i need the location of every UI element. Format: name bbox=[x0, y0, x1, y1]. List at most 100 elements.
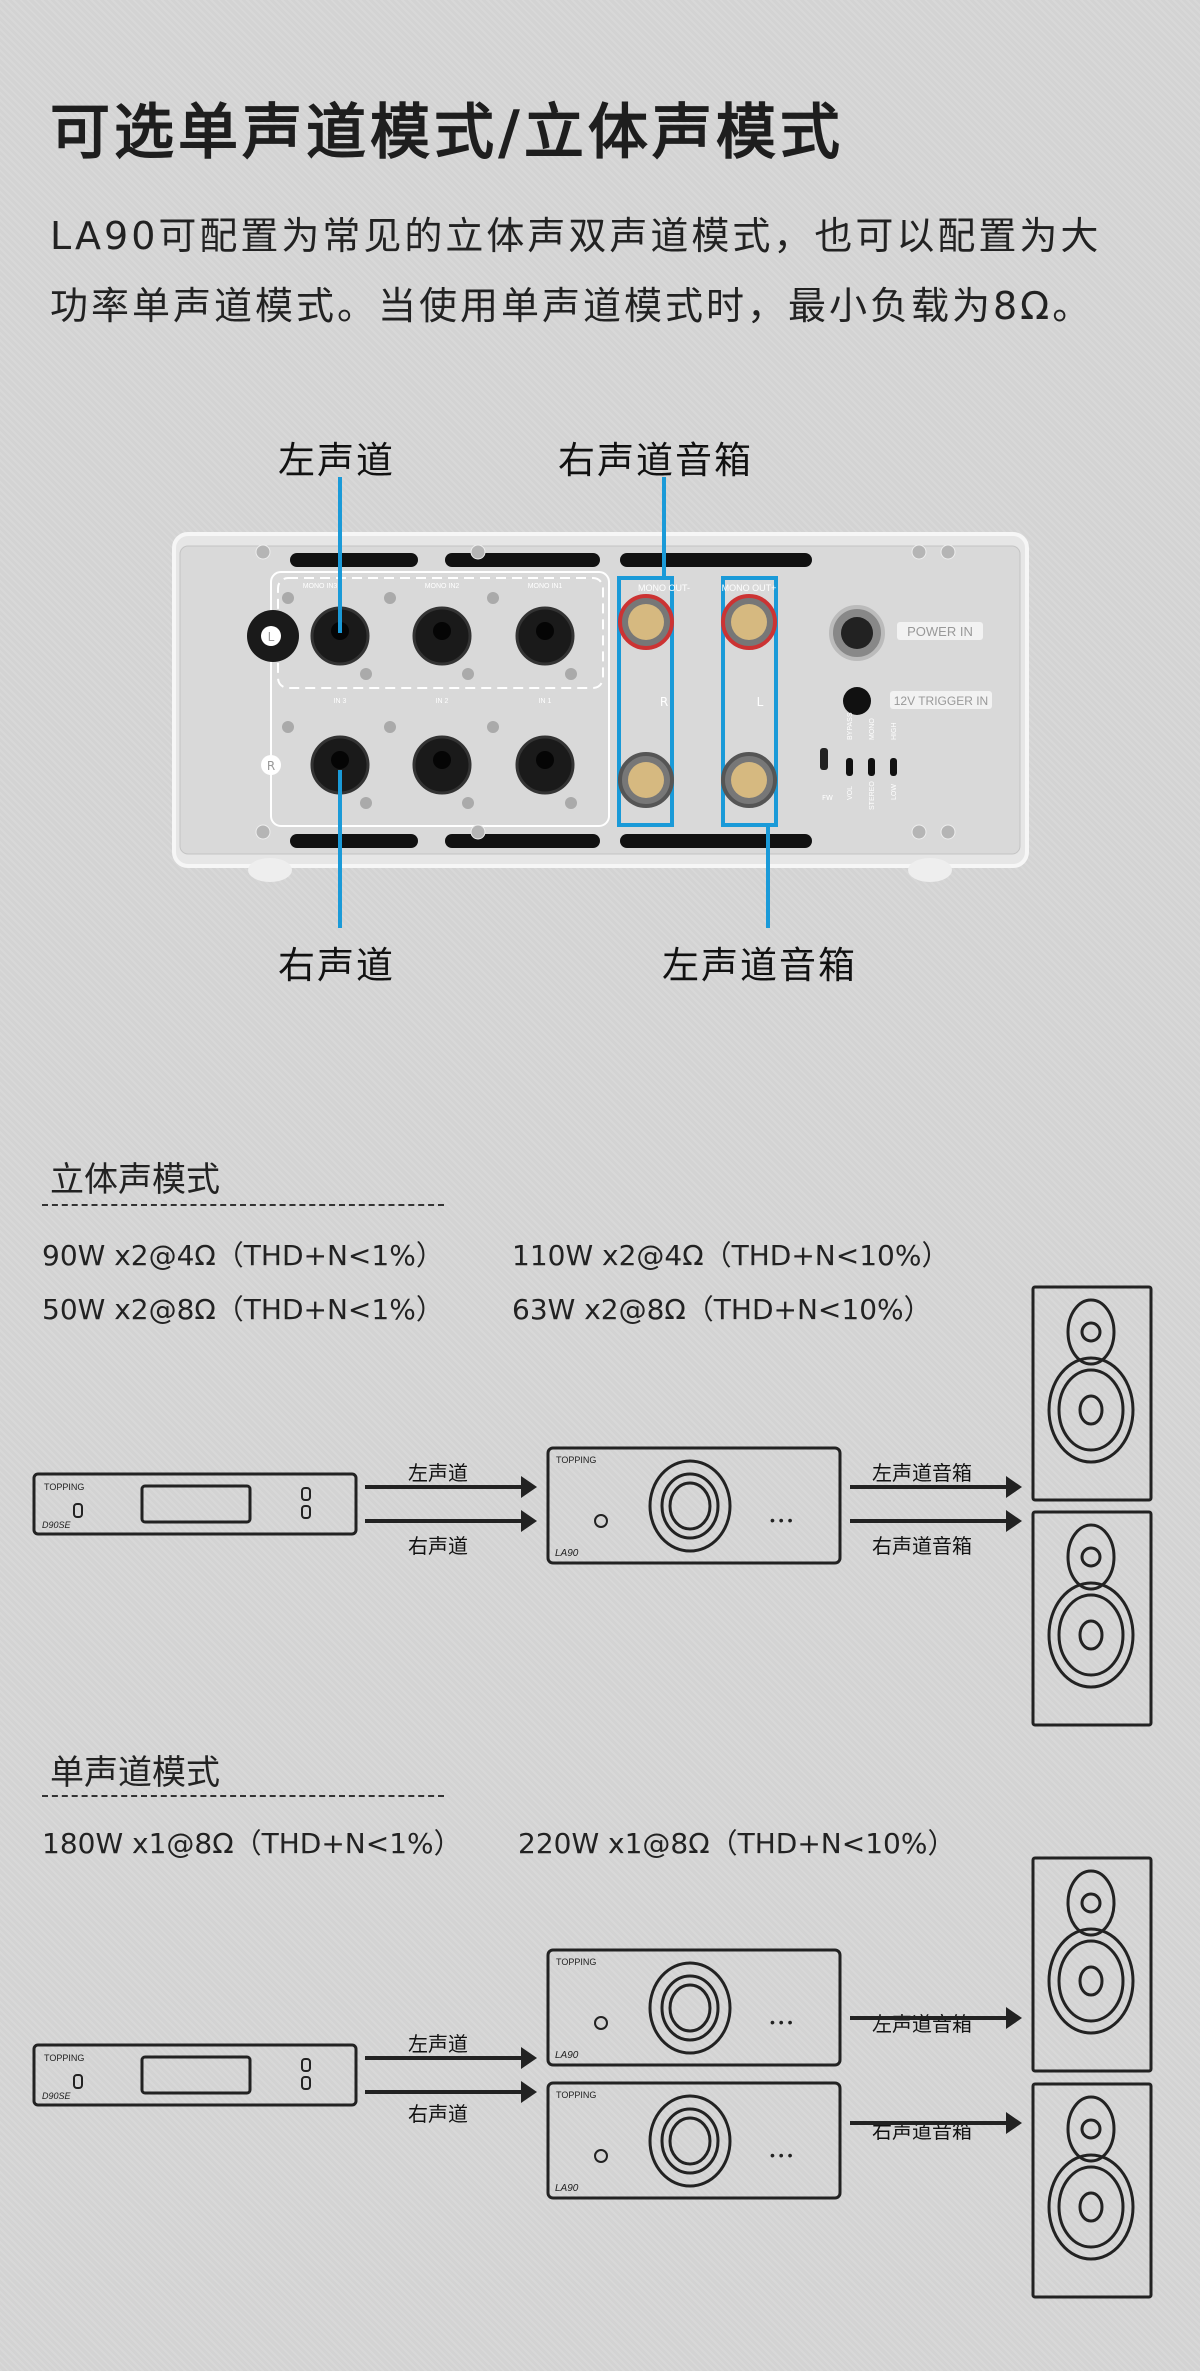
speaker-icon bbox=[1031, 1285, 1153, 1502]
volume-knob-icon bbox=[660, 1472, 720, 1540]
tweeter-icon bbox=[1066, 2095, 1116, 2163]
mono-divider bbox=[42, 1795, 444, 1797]
screw-icon bbox=[911, 544, 927, 560]
arrow-head bbox=[1006, 1510, 1022, 1532]
stereo-label: STEREO bbox=[869, 781, 876, 810]
in3-label: IN 3 bbox=[334, 698, 347, 705]
stereo-spec-2: 110W x2@4Ω（THD+N<10%） bbox=[512, 1239, 950, 1272]
amp-dots: • • • bbox=[770, 2147, 793, 2163]
high-label: HIGH bbox=[891, 723, 898, 741]
screw-icon bbox=[255, 824, 271, 840]
callout-right-channel: 右声道 bbox=[278, 944, 395, 987]
amp-brand-label: TOPPING bbox=[556, 2090, 596, 2100]
fw-label: FW bbox=[822, 794, 833, 802]
intro-line-1: LA90可配置为常见的立体声双声道模式，也可以配置为大 bbox=[50, 214, 1102, 258]
tweeter-icon bbox=[1080, 1546, 1102, 1568]
button-icon bbox=[301, 2058, 311, 2072]
woofer-icon bbox=[1057, 2165, 1125, 2249]
amp-dots: • • • bbox=[770, 1512, 793, 1528]
low-label: LOW bbox=[891, 784, 898, 800]
page-title: 可选单声道模式/立体声模式 bbox=[50, 98, 844, 168]
woofer-icon bbox=[1078, 1619, 1104, 1651]
speaker-icon bbox=[1031, 2082, 1153, 2299]
volume-knob-icon bbox=[648, 1961, 732, 2055]
in2-label: IN 2 bbox=[436, 698, 449, 705]
amp-device bbox=[546, 1948, 842, 2067]
mono-in1-label: MONO IN1 bbox=[528, 583, 563, 590]
source-model-label: D90SE bbox=[42, 1520, 72, 1530]
left-channel-marker: L bbox=[268, 630, 275, 644]
binding-post-cap bbox=[731, 604, 767, 640]
stereo-spec-1: 90W x2@4Ω（THD+N<1%） bbox=[42, 1239, 444, 1272]
mono-right-spk-label: 右声道音箱 bbox=[872, 2119, 972, 2143]
button-icon bbox=[73, 1503, 83, 1518]
source-brand-label: TOPPING bbox=[44, 1482, 84, 1492]
binding-post-cap bbox=[628, 762, 664, 798]
power-in-label: POWER IN bbox=[907, 624, 973, 639]
volume-knob-icon bbox=[668, 2116, 712, 2166]
screw-icon bbox=[462, 797, 474, 809]
stereo-heading: 立体声模式 bbox=[50, 1160, 220, 1200]
binding-post-cap bbox=[628, 604, 664, 640]
xlr-hole bbox=[433, 751, 451, 769]
mono-switch-label: MONO bbox=[869, 718, 876, 740]
tweeter-icon bbox=[1080, 1892, 1102, 1914]
xlr-hole bbox=[536, 622, 554, 640]
screw-icon bbox=[940, 824, 956, 840]
power-button-icon bbox=[594, 2149, 608, 2163]
button-icon bbox=[301, 1487, 311, 1501]
screw-icon bbox=[565, 668, 577, 680]
screw-icon bbox=[911, 824, 927, 840]
xlr-hole bbox=[331, 751, 349, 769]
mono-in3-label: MONO IN3 bbox=[303, 583, 338, 590]
stereo-spec-3: 50W x2@8Ω（THD+N<1%） bbox=[42, 1293, 444, 1326]
mono-right-label: 右声道 bbox=[408, 2102, 468, 2126]
volume-knob-icon bbox=[660, 2107, 720, 2175]
amp-model-label: LA90 bbox=[555, 2183, 579, 2194]
source-device bbox=[32, 2043, 358, 2107]
amp-brand-label: TOPPING bbox=[556, 1455, 596, 1465]
screw-icon bbox=[282, 721, 294, 733]
volume-knob-icon bbox=[648, 1459, 732, 1553]
arrow-head bbox=[1006, 1476, 1022, 1498]
screw-icon bbox=[565, 797, 577, 809]
display-icon bbox=[140, 2055, 252, 2095]
stereo-left-spk-label: 左声道音箱 bbox=[872, 1461, 972, 1485]
display-icon bbox=[140, 1484, 252, 1524]
screw-icon bbox=[360, 668, 372, 680]
xlr-hole bbox=[536, 751, 554, 769]
mono-in2-label: MONO IN2 bbox=[425, 583, 460, 590]
screw-icon bbox=[282, 592, 294, 604]
button-icon bbox=[301, 1505, 311, 1519]
screw-icon bbox=[487, 592, 499, 604]
amp-brand-label: TOPPING bbox=[556, 1957, 596, 1967]
tweeter-icon bbox=[1080, 1321, 1102, 1343]
stereo-right-spk-label: 右声道音箱 bbox=[872, 1534, 972, 1558]
arrow-head bbox=[1006, 2007, 1022, 2029]
stereo-left-label: 左声道 bbox=[408, 1461, 468, 1485]
volume-knob-icon bbox=[648, 2094, 732, 2188]
woofer-icon bbox=[1057, 1939, 1125, 2023]
right-channel-marker: R bbox=[267, 759, 275, 773]
stereo-right-label: 右声道 bbox=[408, 1534, 468, 1558]
arrow-head bbox=[521, 2047, 537, 2069]
callout-right-speaker: 右声道音箱 bbox=[558, 439, 753, 482]
amp-dots: • • • bbox=[770, 2014, 793, 2030]
in1-label: IN 1 bbox=[539, 698, 552, 705]
arrow-head bbox=[521, 1476, 537, 1498]
trigger-in-label: 12V TRIGGER IN bbox=[894, 694, 988, 708]
stereo-spec-4: 63W x2@8Ω（THD+N<10%） bbox=[512, 1293, 932, 1326]
screw-icon bbox=[487, 721, 499, 733]
post-l-label: L bbox=[757, 695, 764, 709]
source-brand-label: TOPPING bbox=[44, 2053, 84, 2063]
volume-knob-icon bbox=[660, 1974, 720, 2042]
amp-model-label: LA90 bbox=[555, 2050, 579, 2061]
woofer-icon bbox=[1078, 1394, 1104, 1426]
woofer-icon bbox=[1047, 1356, 1135, 1464]
screw-icon bbox=[470, 544, 486, 560]
woofer-icon bbox=[1057, 1368, 1125, 1452]
power-button-icon bbox=[594, 1514, 608, 1528]
amp-device bbox=[546, 2081, 842, 2200]
screw-icon bbox=[462, 668, 474, 680]
source-device bbox=[32, 1472, 358, 1536]
